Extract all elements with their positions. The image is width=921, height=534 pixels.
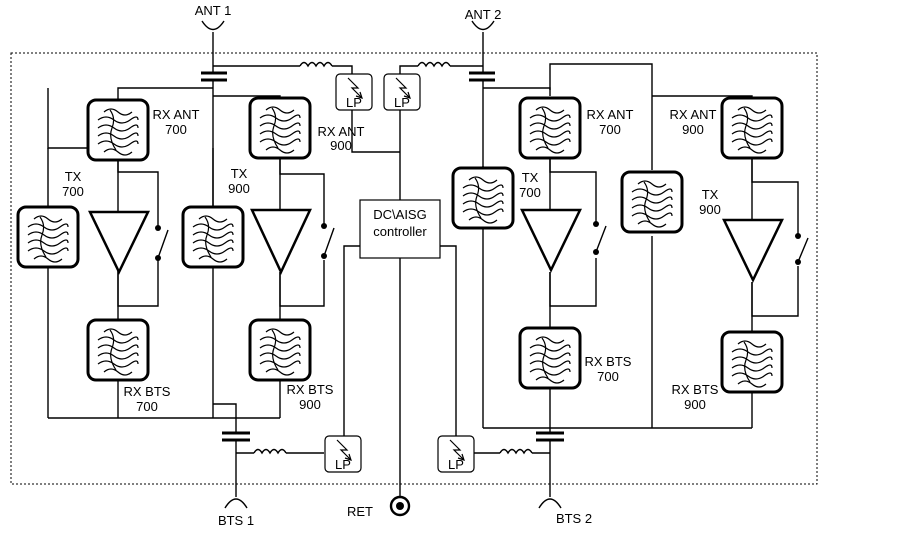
filter-tx-700-right bbox=[451, 166, 515, 230]
amplifier-tx-900 bbox=[250, 208, 312, 275]
bts1-capacitor bbox=[222, 431, 250, 442]
label-tx-700-l1: TX bbox=[65, 169, 82, 184]
label-rx-ant-700-right-l2: 700 bbox=[599, 122, 621, 137]
switch-tx700 bbox=[155, 225, 169, 261]
label-rx-bts-700-right-l1: RX BTS bbox=[585, 354, 632, 369]
label-rx-ant-900-right-l1: RX ANT bbox=[670, 107, 717, 122]
label-bts2: BTS 2 bbox=[556, 511, 592, 526]
filter-tx-900 bbox=[181, 205, 245, 269]
ant1-lp-inductor bbox=[213, 61, 353, 74]
filter-rx-ant-900 bbox=[248, 96, 312, 160]
dc-aisg-controller-box bbox=[359, 199, 441, 259]
label-rx-ant-900-right-l2: 900 bbox=[682, 122, 704, 137]
filter-rx-bts-900 bbox=[248, 318, 312, 382]
label-tx-700-l2: 700 bbox=[62, 184, 84, 199]
lp-label-ant1: LP bbox=[346, 95, 362, 110]
label-rx-ant-700-l2: 700 bbox=[165, 122, 187, 137]
label-rx-bts-900-l1: RX BTS bbox=[287, 382, 334, 397]
label-tx-900-right-l2: 900 bbox=[699, 202, 721, 217]
label-rx-bts-900-l2: 900 bbox=[299, 397, 321, 412]
switch-tx900 bbox=[321, 223, 335, 259]
label-rx-bts-900-right-l2: 900 bbox=[684, 397, 706, 412]
label-tx-900-l1: TX bbox=[231, 166, 248, 181]
label-rx-bts-900-right-l1: RX BTS bbox=[672, 382, 719, 397]
amplifier-tx-700-right bbox=[520, 208, 582, 273]
filter-rx-ant-700 bbox=[86, 98, 150, 162]
label-ant2: ANT 2 bbox=[465, 7, 502, 22]
bts1-connector bbox=[224, 498, 248, 509]
label-rx-bts-700-l2: 700 bbox=[136, 399, 158, 414]
label-rx-bts-700-right-l2: 700 bbox=[597, 369, 619, 384]
filter-rx-bts-700 bbox=[86, 318, 150, 382]
label-rx-ant-700-l1: RX ANT bbox=[153, 107, 200, 122]
amplifier-tx-700 bbox=[88, 210, 150, 275]
lp-label-bts2: LP bbox=[448, 457, 464, 472]
enclosure bbox=[10, 52, 818, 485]
lp-label-ant2: LP bbox=[394, 95, 410, 110]
label-rx-ant-700-right-l1: RX ANT bbox=[587, 107, 634, 122]
ant2-lp-inductor bbox=[399, 61, 483, 74]
switch-tx700-right bbox=[593, 221, 607, 255]
filter-rx-bts-900-right bbox=[720, 330, 784, 394]
bts2-lp-inductor bbox=[474, 440, 551, 497]
antenna-1-symbol bbox=[201, 20, 225, 72]
label-ant1: ANT 1 bbox=[195, 3, 232, 18]
bts1-lp-inductor bbox=[235, 440, 324, 497]
label-tx-900-l2: 900 bbox=[228, 181, 250, 196]
switch-tx900-right bbox=[795, 233, 809, 265]
label-rx-bts-700-l1: RX BTS bbox=[124, 384, 171, 399]
right-wiring bbox=[482, 63, 799, 432]
controller-label-line1: DC\AISG bbox=[373, 207, 426, 222]
filter-rx-bts-700-right bbox=[518, 326, 582, 390]
label-tx-900-right-l1: TX bbox=[702, 187, 719, 202]
label-tx-700-right-l1: TX bbox=[522, 170, 539, 185]
center-wiring bbox=[343, 110, 457, 496]
amplifier-tx-900-right bbox=[722, 218, 784, 283]
ant2-capacitor bbox=[469, 71, 495, 82]
filter-rx-ant-700-right bbox=[518, 96, 582, 160]
filter-tx-700 bbox=[16, 205, 80, 269]
antenna-2-symbol bbox=[471, 20, 495, 72]
label-rx-ant-900-l2: 900 bbox=[330, 138, 352, 153]
ant1-capacitor bbox=[201, 71, 227, 82]
label-ret: RET bbox=[347, 504, 373, 519]
lp-label-bts1: LP bbox=[335, 457, 351, 472]
label-bts1: BTS 1 bbox=[218, 513, 254, 528]
bts2-connector bbox=[538, 498, 562, 509]
label-tx-700-right-l2: 700 bbox=[519, 185, 541, 200]
ret-connector bbox=[389, 495, 411, 517]
controller-label-line2: controller bbox=[373, 224, 427, 239]
bts2-capacitor bbox=[536, 431, 564, 442]
filter-tx-900-right bbox=[620, 170, 684, 234]
label-rx-ant-900-l1: RX ANT bbox=[318, 124, 365, 139]
filter-rx-ant-900-right bbox=[720, 96, 784, 160]
